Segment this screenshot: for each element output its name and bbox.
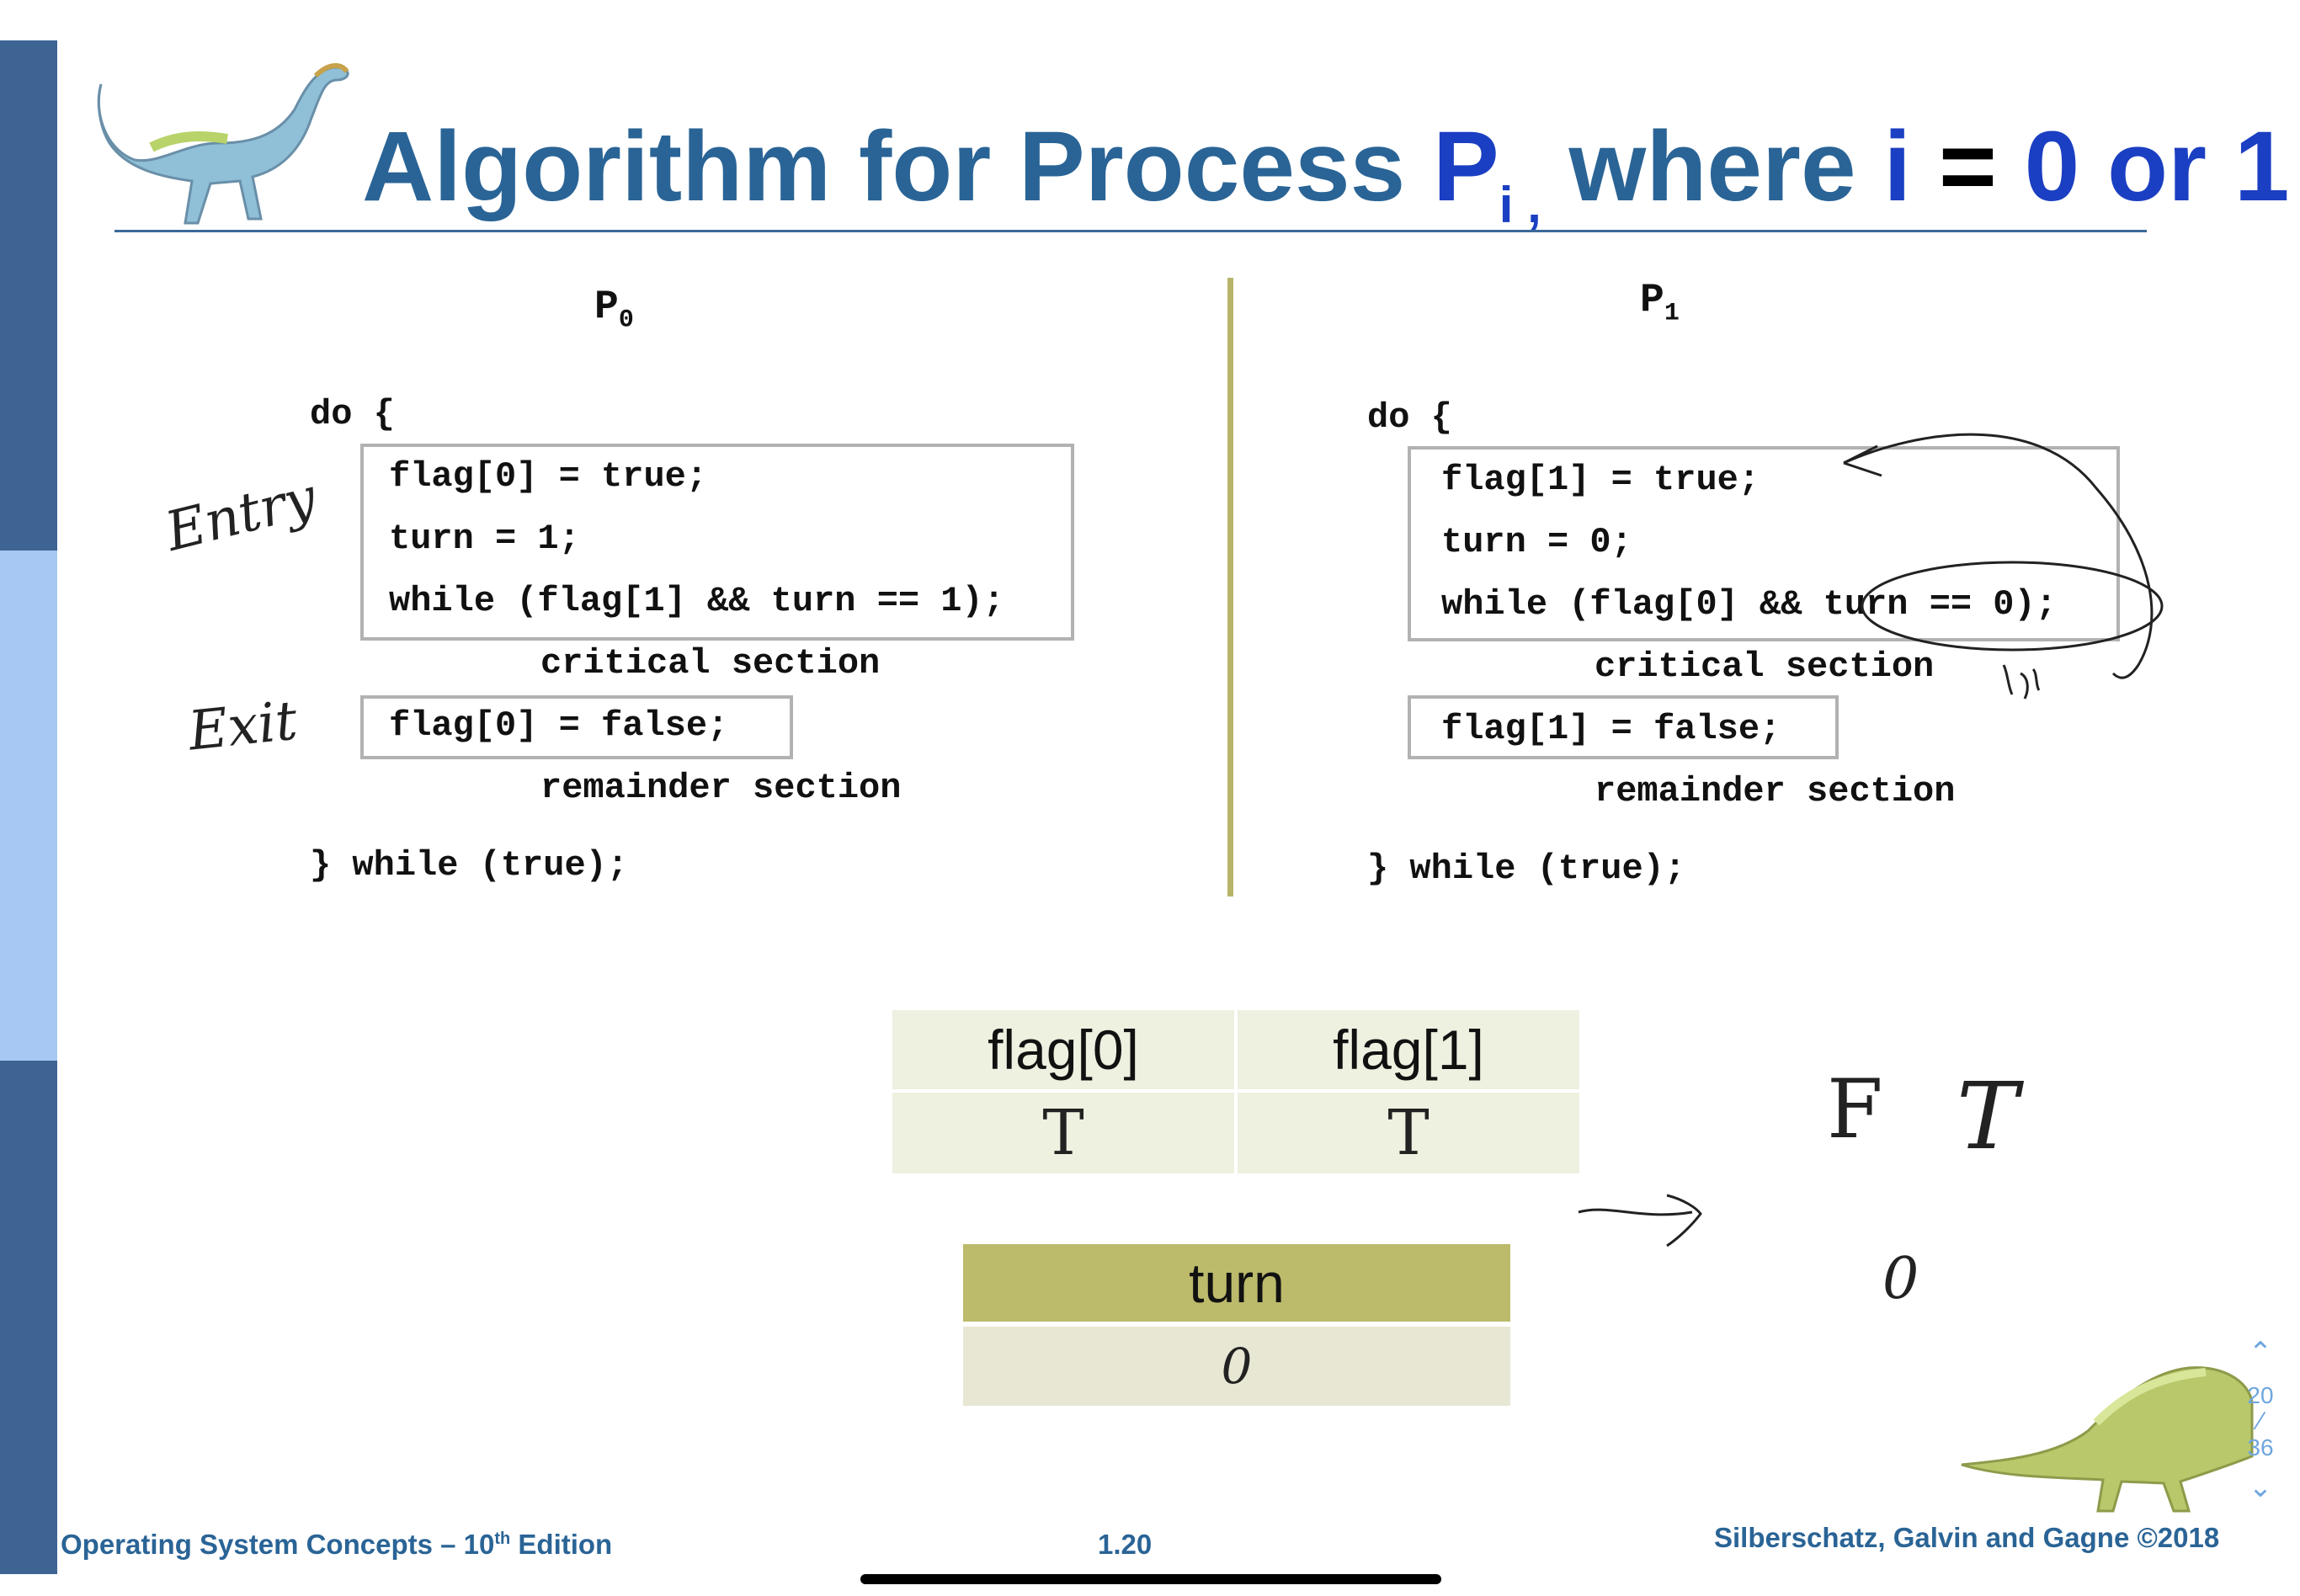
p0-entry-line-3: while (flag[1] && turn == 1); — [389, 581, 1004, 621]
p0-do: do { — [310, 394, 395, 434]
sidebar-light-mid — [0, 551, 57, 1061]
sidebar-dark-top — [0, 40, 57, 551]
p1-exit-line: flag[1] = false; — [1441, 709, 1781, 749]
process-1-label: P1 — [1640, 278, 1680, 328]
p1-entry-line-3: while (flag[0] && turn == 0); — [1441, 584, 2057, 625]
p1-entry-box — [1408, 446, 2120, 641]
p1-remainder-section: remainder section — [1595, 771, 1956, 811]
column-divider — [1227, 278, 1233, 896]
annotation-side-f: F — [1827, 1062, 1883, 1157]
page-down-icon[interactable]: ⌄ — [2248, 1471, 2273, 1503]
p1-do: do { — [1367, 397, 1452, 438]
turn-table-value: 0 — [963, 1327, 1510, 1406]
process-0-label: P0 — [594, 285, 634, 335]
annotation-entry: Entry — [159, 466, 322, 564]
flag-table-value-1: T — [1238, 1093, 1579, 1173]
p0-entry-line-1: flag[0] = true; — [389, 456, 708, 497]
annotation-arrow — [1578, 1194, 1702, 1248]
page-counter[interactable]: ⌃ 20 ∕ 36 ⌄ — [2239, 1338, 2281, 1502]
p1-entry-line-2: turn = 0; — [1441, 522, 1632, 562]
p0-exit-line: flag[0] = false; — [389, 705, 729, 746]
p1-entry-line-1: flag[1] = true; — [1441, 460, 1760, 500]
turn-table-header: turn — [963, 1244, 1510, 1322]
sidebar-dark-bottom — [0, 1061, 57, 1574]
turn-value: 0 — [1221, 1338, 1253, 1395]
p0-end: } while (true); — [310, 845, 629, 886]
p0-remainder-section: remainder section — [540, 768, 902, 808]
total-pages: 36 — [2247, 1434, 2274, 1460]
footer-book-title: Operating System Concepts – 10th Edition — [61, 1529, 613, 1560]
p1-critical-section: critical section — [1595, 646, 1935, 687]
slide-title: Algorithm for Process Pi , where i = 0 o… — [362, 111, 2290, 233]
flag-table-header-1: flag[1] — [1238, 1010, 1579, 1089]
annotation-side-t: T — [1957, 1062, 2019, 1170]
annotation-exit: Exit — [185, 689, 301, 763]
page-up-icon[interactable]: ⌃ — [2248, 1337, 2273, 1369]
p0-entry-box — [360, 444, 1074, 641]
p0-critical-section: critical section — [540, 643, 881, 684]
title-underline — [114, 230, 2147, 232]
annotation-circle-arrow — [1843, 433, 2164, 700]
footer-authors: Silberschatz, Galvin and Gagne ©2018 — [1714, 1522, 2220, 1553]
flag-table-header-0: flag[0] — [892, 1010, 1234, 1089]
p1-end: } while (true); — [1367, 849, 1686, 889]
p0-exit-box — [360, 695, 793, 759]
current-page: 20 — [2247, 1382, 2274, 1408]
page-separator-icon: ∕ — [2258, 1407, 2263, 1435]
p1-exit-box — [1408, 695, 1839, 759]
home-indicator[interactable] — [860, 1574, 1441, 1584]
dinosaur-logo — [97, 63, 349, 225]
flag-1-value: T — [1387, 1097, 1430, 1169]
footer-page-number: 1.20 — [1098, 1529, 1153, 1560]
flag-0-value: T — [1042, 1097, 1084, 1169]
p0-entry-line-2: turn = 1; — [389, 519, 580, 559]
flag-table-value-0: T — [892, 1093, 1234, 1173]
dinosaur-footer-logo — [1961, 1366, 2254, 1513]
annotation-side-turn: 0 — [1882, 1246, 1919, 1312]
